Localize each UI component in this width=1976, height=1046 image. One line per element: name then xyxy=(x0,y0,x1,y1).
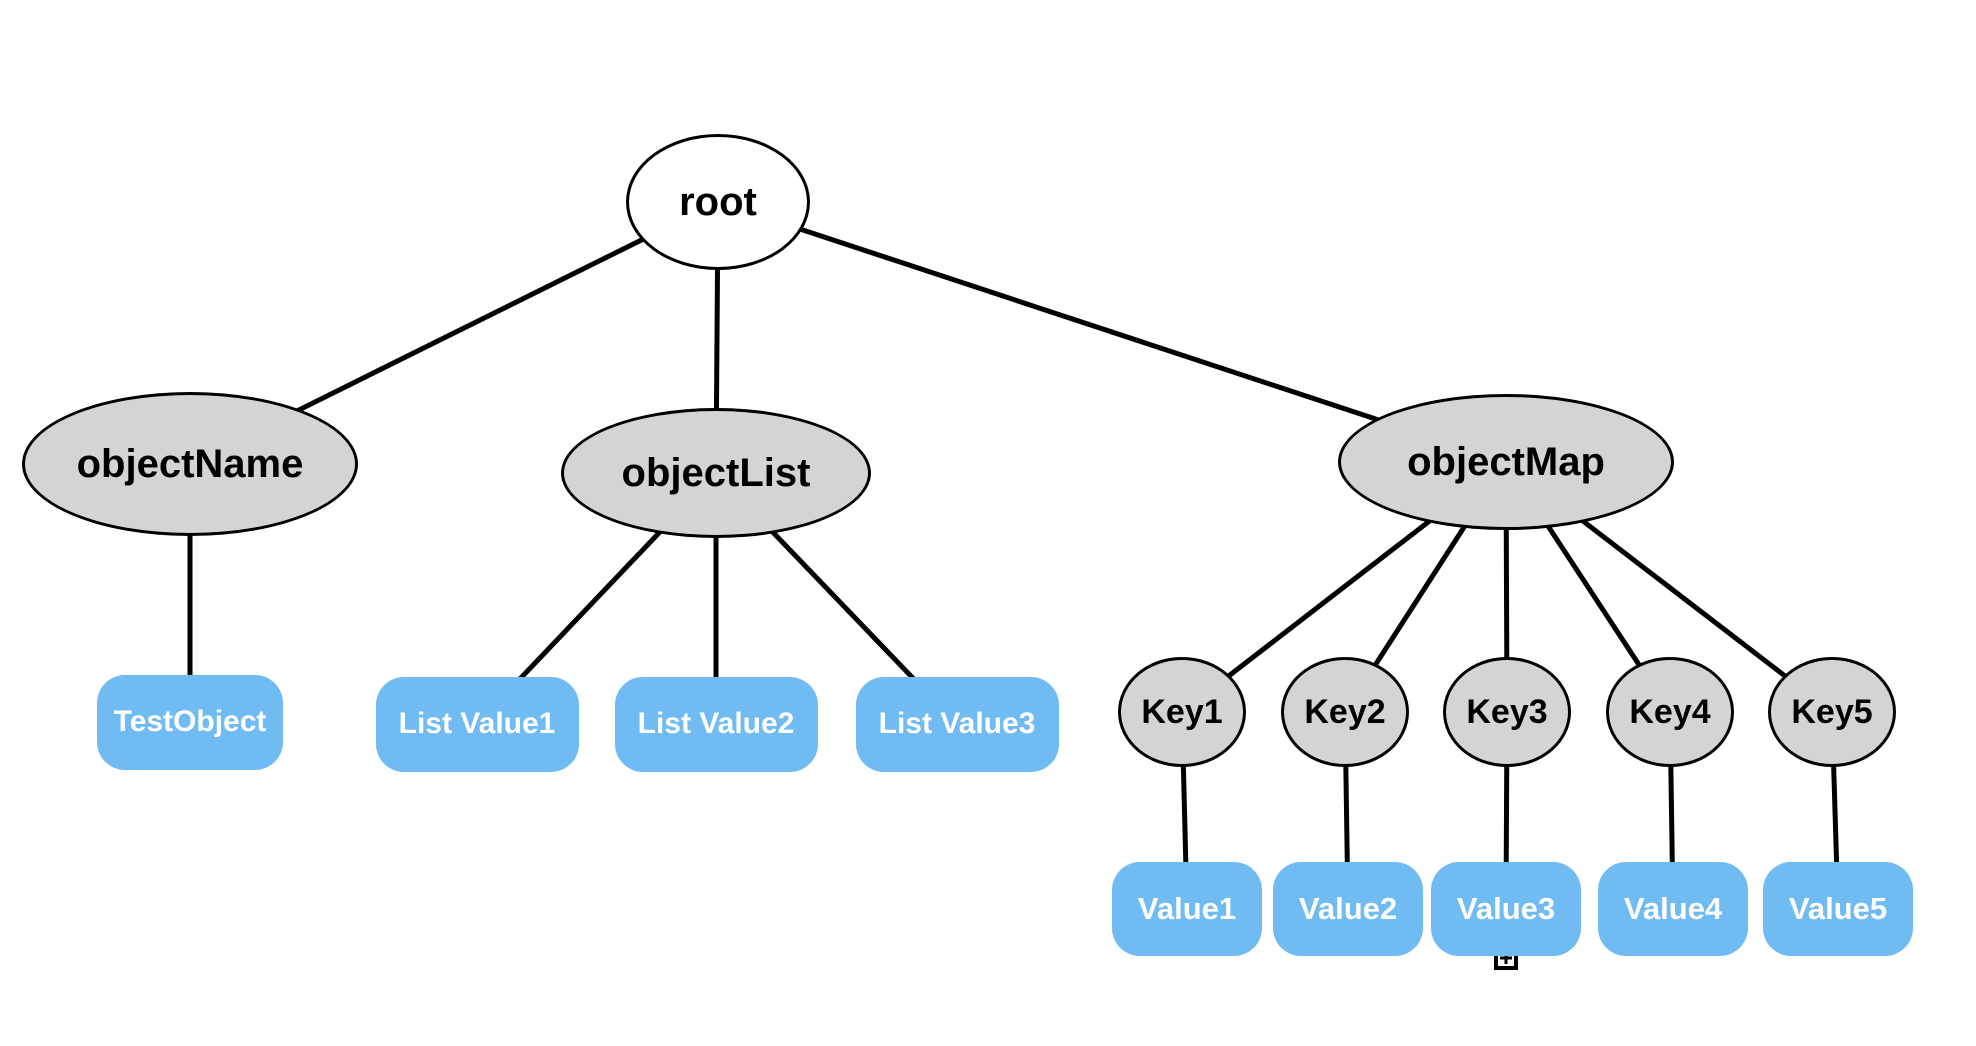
tree-node-listvalue2[interactable]: List Value2 xyxy=(614,676,818,772)
node-label: Value1 xyxy=(1137,891,1237,926)
tree-node-root[interactable]: root xyxy=(626,134,810,270)
node-label: Value4 xyxy=(1623,891,1723,926)
tree-node-objectlist[interactable]: objectList xyxy=(561,408,871,538)
tree-node-value5[interactable]: Value5 xyxy=(1763,862,1913,956)
tree-node-key5[interactable]: Key5 xyxy=(1768,657,1896,767)
node-label: objectList xyxy=(621,450,811,495)
tree-node-objectname[interactable]: objectName xyxy=(22,392,358,536)
node-label: objectName xyxy=(76,441,304,486)
node-label: List Value1 xyxy=(398,707,556,740)
node-label: List Value2 xyxy=(637,707,795,740)
tree-node-key1[interactable]: Key1 xyxy=(1118,657,1246,767)
tree-node-listvalue3[interactable]: List Value3 xyxy=(855,676,1059,772)
tree-node-value1[interactable]: Value1 xyxy=(1112,862,1262,956)
tree-node-value4[interactable]: Value4 xyxy=(1598,862,1748,956)
node-label: Key1 xyxy=(1141,692,1223,731)
node-label: Key4 xyxy=(1629,692,1711,731)
plus-cursor-vertical-bar xyxy=(1504,952,1508,964)
node-label: objectMap xyxy=(1407,439,1605,484)
node-label: Value3 xyxy=(1456,891,1556,926)
node-label: Key2 xyxy=(1304,692,1386,731)
tree-node-testobject[interactable]: TestObject xyxy=(97,674,283,770)
tree-node-objectmap[interactable]: objectMap xyxy=(1338,394,1674,530)
tree-node-value3[interactable]: Value3 xyxy=(1431,862,1581,956)
node-label: Key3 xyxy=(1466,692,1548,731)
node-label: root xyxy=(679,179,757,224)
node-label: TestObject xyxy=(113,705,267,738)
node-label: List Value3 xyxy=(878,707,1036,740)
tree-node-key3[interactable]: Key3 xyxy=(1443,657,1571,767)
node-label: Value5 xyxy=(1788,891,1888,926)
node-label: Value2 xyxy=(1298,891,1398,926)
tree-node-value2[interactable]: Value2 xyxy=(1273,862,1423,956)
tree-node-key4[interactable]: Key4 xyxy=(1606,657,1734,767)
node-label: Key5 xyxy=(1791,692,1873,731)
tree-node-key2[interactable]: Key2 xyxy=(1281,657,1409,767)
tree-node-listvalue1[interactable]: List Value1 xyxy=(375,676,579,772)
